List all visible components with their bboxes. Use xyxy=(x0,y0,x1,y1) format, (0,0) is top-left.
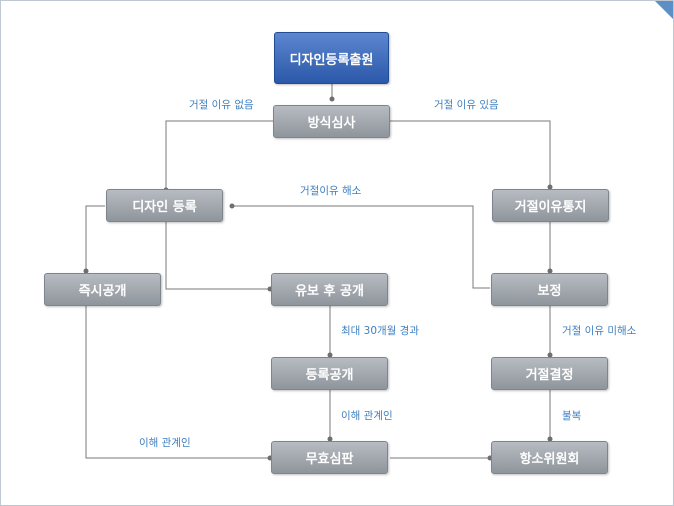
node-label: 유보 후 공개 xyxy=(295,284,364,299)
node-label: 거절결정 xyxy=(525,368,574,383)
node-immediate-publication: 즉시공개 xyxy=(44,273,161,306)
node-invalidation-trial: 무효심판 xyxy=(271,441,388,474)
node-label: 디자인등록출원 xyxy=(289,52,374,68)
label-max-30-months: 최대 30개월 경과 xyxy=(341,325,419,337)
label-objection: 불복 xyxy=(562,410,582,422)
node-amendment: 보정 xyxy=(491,273,608,306)
node-refusal-notice: 거절이유통지 xyxy=(492,189,609,222)
node-registration: 디자인 등록 xyxy=(106,189,223,222)
label-refusal-unresolved: 거절 이유 미해소 xyxy=(562,325,637,337)
label-interested-party: 이해 관계인 xyxy=(341,410,393,422)
label-refusal-resolved: 거절이유 해소 xyxy=(300,185,362,197)
node-refusal-decision: 거절결정 xyxy=(491,357,608,390)
node-appeal-committee: 항소위원회 xyxy=(491,441,608,474)
node-registration-publication: 등록공개 xyxy=(271,357,388,390)
node-label: 즉시공개 xyxy=(78,284,127,299)
node-deferred-publication: 유보 후 공개 xyxy=(271,273,388,306)
node-label: 무효심판 xyxy=(305,452,354,467)
node-label: 등록공개 xyxy=(305,368,354,383)
node-label: 보정 xyxy=(537,284,562,299)
node-application: 디자인등록출원 xyxy=(274,32,389,84)
node-label: 거절이유통지 xyxy=(514,200,587,215)
node-examination: 방식심사 xyxy=(273,105,390,138)
node-label: 항소위원회 xyxy=(519,452,580,467)
node-label: 디자인 등록 xyxy=(132,200,197,215)
label-no-refusal-reason: 거절 이유 없음 xyxy=(189,99,254,111)
label-has-refusal-reason: 거절 이유 있음 xyxy=(434,99,499,111)
label-interested-party: 이해 관계인 xyxy=(139,437,191,449)
corner-accent xyxy=(655,1,673,19)
node-label: 방식심사 xyxy=(307,116,356,131)
